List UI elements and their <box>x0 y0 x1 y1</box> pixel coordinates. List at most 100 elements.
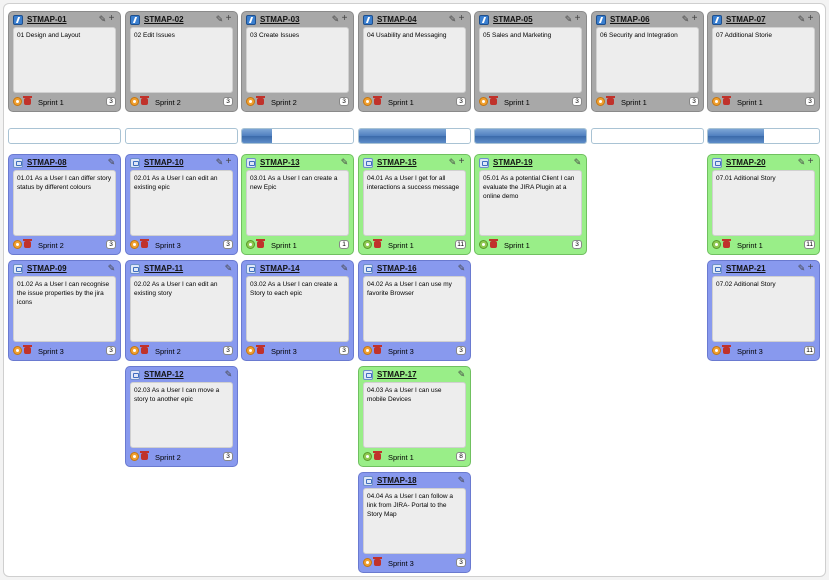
sprint-label: Sprint 2 <box>271 98 297 107</box>
edit-pencil-icon[interactable]: ✎ <box>797 14 806 24</box>
add-plus-icon[interactable]: + <box>458 156 465 167</box>
edit-pencil-icon[interactable]: ✎ <box>448 157 457 167</box>
issue-key-link[interactable]: STMAP-21 <box>726 264 766 273</box>
edit-pencil-icon[interactable]: ✎ <box>681 14 690 24</box>
edit-pencil-icon[interactable]: ✎ <box>457 369 466 379</box>
story-card[interactable]: STMAP-18 ✎ 04.04 As a User I can follow a … <box>358 472 471 573</box>
sprint-label: Sprint 1 <box>737 98 763 107</box>
story-card[interactable]: STMAP-09✎01.02 As a User I can recognise… <box>8 260 121 361</box>
add-plus-icon[interactable]: + <box>691 13 698 24</box>
issue-key-link[interactable]: STMAP-07 <box>726 15 766 24</box>
add-plus-icon[interactable]: + <box>108 13 115 24</box>
issue-key-link[interactable]: STMAP-18 <box>377 476 417 485</box>
add-plus-icon[interactable]: + <box>574 13 581 24</box>
sprint-label: Sprint 3 <box>38 347 64 356</box>
issue-summary: 03 Create Issues <box>246 27 349 93</box>
edit-pencil-icon[interactable]: ✎ <box>107 157 116 167</box>
issue-key-link[interactable]: STMAP-02 <box>144 15 184 24</box>
priority-icon <box>13 240 22 249</box>
add-plus-icon[interactable]: + <box>458 13 465 24</box>
story-card[interactable]: STMAP-12✎02.03 As a User I can move a st… <box>125 366 238 467</box>
reporter-icon <box>256 96 265 105</box>
issue-key-link[interactable]: STMAP-06 <box>610 15 650 24</box>
reporter-icon <box>23 239 32 248</box>
add-plus-icon[interactable]: + <box>807 262 814 273</box>
edit-pencil-icon[interactable]: ✎ <box>457 475 466 485</box>
issue-key-link[interactable]: STMAP-20 <box>726 158 766 167</box>
story-card[interactable]: STMAP-10✎+02.01 As a User I can edit an … <box>125 154 238 255</box>
story-card[interactable]: STMAP-14✎03.02 As a User I can create a … <box>241 260 354 361</box>
issue-key-link[interactable]: STMAP-19 <box>493 158 533 167</box>
issue-summary: 07.01 Aditional Story <box>712 170 815 236</box>
issue-summary: 04.04 As a User I can follow a link from… <box>363 488 466 554</box>
story-points-badge: 3 <box>223 452 233 461</box>
story-type-icon <box>130 370 140 380</box>
edit-pencil-icon[interactable]: ✎ <box>340 263 349 273</box>
edit-pencil-icon[interactable]: ✎ <box>797 157 806 167</box>
edit-pencil-icon[interactable]: ✎ <box>224 369 233 379</box>
story-card[interactable]: STMAP-16✎04.02 As a User I can use my fa… <box>358 260 471 361</box>
issue-key-link[interactable]: STMAP-09 <box>27 264 67 273</box>
issue-key-link[interactable]: STMAP-10 <box>144 158 184 167</box>
reporter-icon <box>23 345 32 354</box>
issue-key-link[interactable]: STMAP-16 <box>377 264 417 273</box>
card-header: STMAP-19 ✎ <box>479 158 582 170</box>
issue-key-link[interactable]: STMAP-01 <box>27 15 67 24</box>
edit-pencil-icon[interactable]: ✎ <box>107 263 116 273</box>
issue-key-link[interactable]: STMAP-15 <box>377 158 417 167</box>
edit-pencil-icon[interactable]: ✎ <box>573 157 582 167</box>
story-points-badge: 3 <box>572 240 582 249</box>
story-card[interactable]: STMAP-19✎05.01 As a potential Client I c… <box>474 154 587 255</box>
story-type-icon <box>13 264 23 274</box>
priority-icon <box>363 452 372 461</box>
edit-pencil-icon[interactable]: ✎ <box>448 14 457 24</box>
card-header: STMAP-09 ✎ <box>13 264 116 276</box>
edit-pencil-icon[interactable]: ✎ <box>797 263 806 273</box>
issue-key-link[interactable]: STMAP-11 <box>144 264 184 273</box>
edit-pencil-icon[interactable]: ✎ <box>224 263 233 273</box>
edit-pencil-icon[interactable]: ✎ <box>98 14 107 24</box>
story-card[interactable]: STMAP-15✎+04.01 As a User I get for all … <box>358 154 471 255</box>
priority-icon <box>130 452 139 461</box>
issue-key-link[interactable]: STMAP-12 <box>144 370 184 379</box>
add-plus-icon[interactable]: + <box>807 156 814 167</box>
card-header: STMAP-06 ✎+ <box>596 13 699 27</box>
card-header: STMAP-04 ✎+ <box>363 13 466 27</box>
issue-key-link[interactable]: STMAP-04 <box>377 15 417 24</box>
issue-key-link[interactable]: STMAP-14 <box>260 264 300 273</box>
add-plus-icon[interactable]: + <box>225 156 232 167</box>
story-points-badge: 3 <box>805 97 815 106</box>
edit-pencil-icon[interactable]: ✎ <box>340 157 349 167</box>
story-type-icon <box>363 264 373 274</box>
edit-pencil-icon[interactable]: ✎ <box>457 263 466 273</box>
issue-key-link[interactable]: STMAP-17 <box>377 370 417 379</box>
add-plus-icon[interactable]: + <box>225 13 232 24</box>
edit-pencil-icon[interactable]: ✎ <box>564 14 573 24</box>
issue-key-link[interactable]: STMAP-08 <box>27 158 67 167</box>
story-card[interactable]: STMAP-08✎01.01 As a User I can differ st… <box>8 154 121 255</box>
issue-summary: 07.02 Aditional Story <box>712 276 815 342</box>
edit-pencil-icon[interactable]: ✎ <box>331 14 340 24</box>
issue-key-link[interactable]: STMAP-05 <box>493 15 533 24</box>
issue-key-link[interactable]: STMAP-13 <box>260 158 300 167</box>
story-card[interactable]: STMAP-11✎02.02 As a User I can edit an e… <box>125 260 238 361</box>
story-card[interactable]: STMAP-17✎04.03 As a User I can use mobil… <box>358 366 471 467</box>
issue-key-link[interactable]: STMAP-03 <box>260 15 300 24</box>
edit-pencil-icon[interactable]: ✎ <box>215 157 224 167</box>
add-plus-icon[interactable]: + <box>341 13 348 24</box>
reporter-icon <box>140 451 149 460</box>
story-card[interactable]: STMAP-13✎03.01 As a User I can create a … <box>241 154 354 255</box>
add-plus-icon[interactable]: + <box>807 13 814 24</box>
edit-pencil-icon[interactable]: ✎ <box>215 14 224 24</box>
